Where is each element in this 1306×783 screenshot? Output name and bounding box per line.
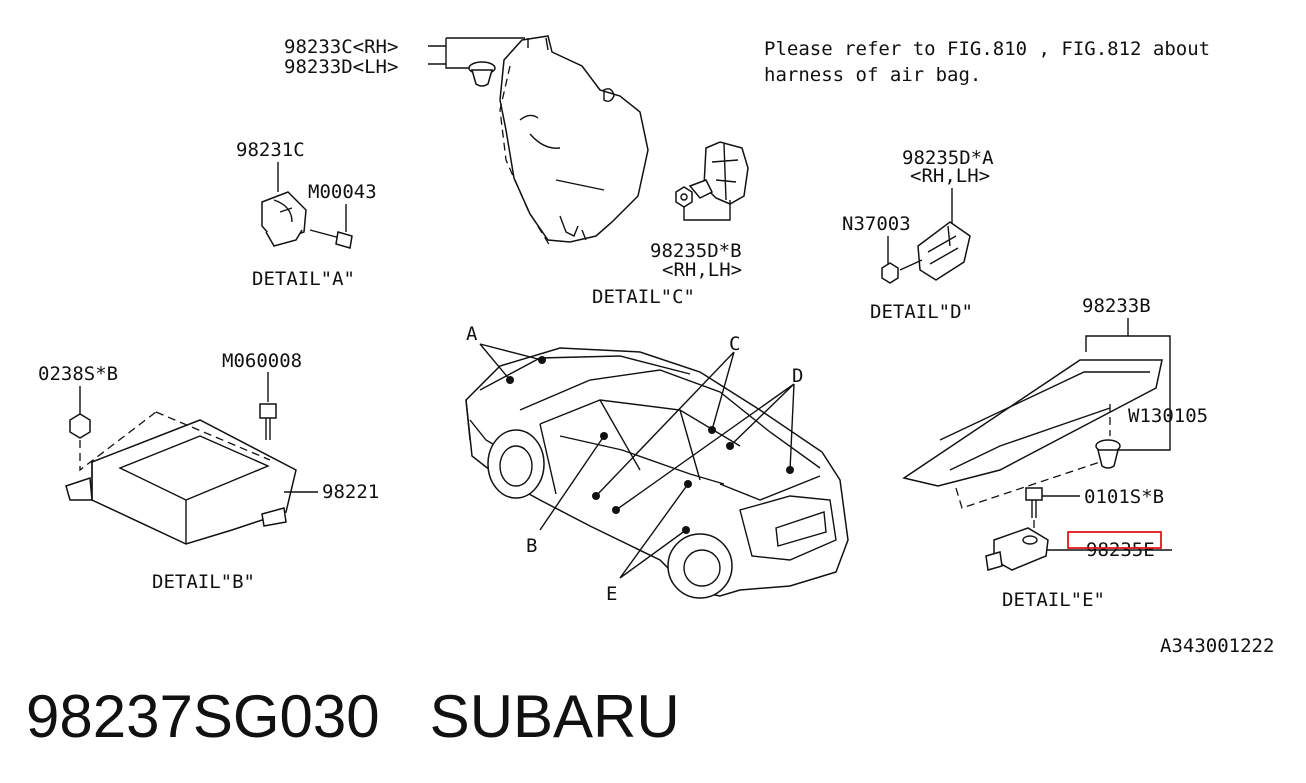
- detail-b-assembly: 0238S*B M060008 98221 DETAIL"B": [38, 350, 379, 593]
- label-98235db-side: <RH,LH>: [662, 259, 742, 281]
- label-98235da: 98235D*A: [902, 147, 994, 169]
- detail-e-title: DETAIL"E": [1002, 589, 1105, 611]
- label-98235e: 98235E: [1086, 539, 1155, 561]
- detail-c-title: DETAIL"C": [592, 286, 695, 308]
- leader-98233b: [1085, 318, 1171, 451]
- label-98233c-rh: 98233C<RH>: [284, 36, 398, 58]
- page-footer: 98237SG030 SUBARU: [26, 682, 680, 751]
- bolt-b-icon: [259, 403, 277, 440]
- highlight-box: [1067, 531, 1162, 549]
- label-98221: 98221: [322, 481, 379, 503]
- label-98233d-lh: 98233D<LH>: [284, 56, 398, 78]
- bolt-e-icon: [1025, 487, 1043, 518]
- label-98233b: 98233B: [1082, 295, 1151, 317]
- leader-b: [539, 435, 605, 531]
- detail-a-assembly: 98231C M00043 DETAIL"A": [236, 139, 377, 290]
- bracket-hidden-edge: [499, 65, 551, 247]
- leader-c: [595, 351, 735, 497]
- car-body: [465, 347, 849, 597]
- label-0238sb: 0238S*B: [38, 363, 118, 385]
- nut-b-icon: [69, 413, 91, 439]
- figure-code: A343001222: [1160, 635, 1274, 657]
- label-98235da-side: <RH,LH>: [910, 165, 990, 187]
- leader-a: [479, 343, 543, 381]
- vehicle-illustration: A C D B E: [465, 323, 849, 605]
- side-bracket-panel: [499, 35, 649, 243]
- label-m00043: M00043: [308, 181, 377, 203]
- leader-e: [619, 483, 689, 579]
- label-98235db: 98235D*B: [650, 240, 742, 262]
- detail-b-title: DETAIL"B": [152, 571, 255, 593]
- side-impact-sensor-b: [688, 141, 749, 205]
- footer-brand: SUBARU: [429, 683, 680, 750]
- detail-d-title: DETAIL"D": [870, 301, 973, 323]
- detail-c-assembly: 98233C<RH> 98233D<LH> 98235D*B <RH,LH> D…: [284, 35, 749, 308]
- rear-sensor-d-icon: [899, 221, 971, 281]
- rear-bracket: [902, 359, 1163, 487]
- nut-icon: [675, 186, 693, 208]
- front-sensor-icon: [261, 191, 307, 247]
- clip-icon: [468, 61, 496, 87]
- leader-98235db: [683, 200, 731, 221]
- callout-e: E: [606, 583, 617, 605]
- detail-d-assembly: 98235D*A <RH,LH> N37003 DETAIL"D": [842, 147, 994, 323]
- footer-part-number: 98237SG030: [26, 683, 380, 750]
- label-0101sb: 0101S*B: [1084, 486, 1164, 508]
- label-n37003: N37003: [842, 213, 911, 235]
- detail-a-title: DETAIL"A": [252, 268, 355, 290]
- leader-d: [615, 383, 795, 511]
- airbag-control-unit: [91, 419, 297, 545]
- rear-wheel-icon: [667, 533, 733, 599]
- clip-e-icon: [1095, 439, 1121, 469]
- nut-d-icon: [881, 262, 899, 284]
- note-line-1: Please refer to FIG.810 , FIG.812 about: [764, 38, 1210, 60]
- rear-sensor-e-icon: [985, 527, 1049, 571]
- callout-d: D: [792, 365, 803, 387]
- callout-b: B: [526, 535, 537, 557]
- note-line-2: harness of air bag.: [764, 64, 981, 86]
- bolt-icon: [309, 229, 353, 249]
- detail-e-assembly: 98233B W130105 0101S*B 98235E DETAIL"E": [902, 295, 1208, 611]
- label-98231c: 98231C: [236, 139, 305, 161]
- callout-a: A: [466, 323, 478, 345]
- front-wheel-icon: [487, 429, 545, 499]
- label-m060008: M060008: [222, 350, 302, 372]
- callout-c: C: [729, 333, 740, 355]
- label-w130105: W130105: [1128, 405, 1208, 427]
